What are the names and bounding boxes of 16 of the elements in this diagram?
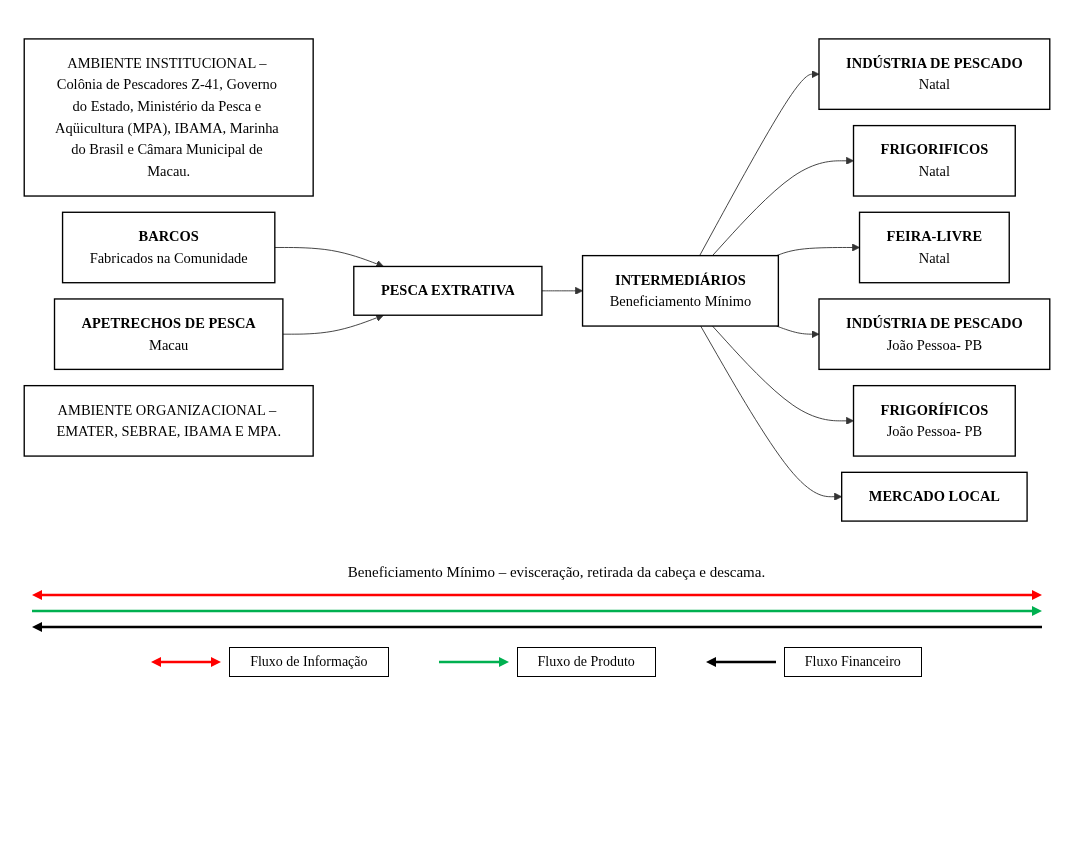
- node-box: INDÚSTRIA DE PESCADO João Pessoa- PB: [817, 298, 1050, 371]
- legend-label: Fluxo de Informação: [229, 647, 389, 677]
- node-box: BARCOS Fabricados na Comunidade: [61, 211, 275, 284]
- legend-label: Fluxo Financeiro: [783, 647, 922, 677]
- node-box: PESCA EXTRATIVA: [352, 265, 543, 316]
- node-box: AMBIENTE ORGANIZACIONAL – EMATER, SEBRAE, IBAMA E MPA.: [23, 384, 314, 457]
- node-box: APETRECHOS DE PESCA Macau: [53, 298, 284, 371]
- node-box: FRIGORÍFICOS João Pessoa- PB: [852, 384, 1016, 457]
- node-box: INTERMEDIÁRIOS Beneficiamento Mínimo: [581, 254, 779, 327]
- node-box: FEIRA-LIVRE Natal: [858, 211, 1010, 284]
- legend-label: Fluxo de Produto: [516, 647, 656, 677]
- node-box: AMBIENTE INSTITUCIONAL – Colônia de Pescadores Z-41, Governo do Estado, Ministério da Pesca e Aqüicultura (MPA), IBAMA, Marinha do Brasil e Câmara Municipal de Macau.: [23, 38, 314, 197]
- node-box: INDÚSTRIA DE PESCADO Natal: [817, 38, 1050, 110]
- footnote-text: Beneficiamento Mínimo – evisceração, retirada da cabeça e descama.: [347, 564, 766, 581]
- node-box: MERCADO LOCAL: [840, 471, 1028, 522]
- node-box: FRIGORIFICOS Natal: [852, 124, 1016, 197]
